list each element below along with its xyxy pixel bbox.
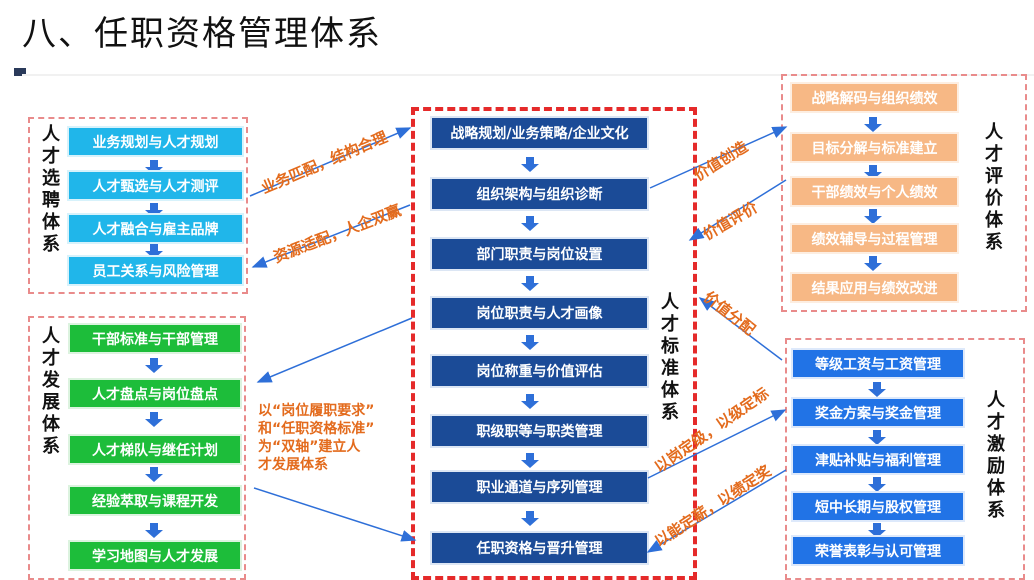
incentive-item-5: 荣誉表彰与认可管理	[793, 537, 963, 564]
develop-item-2: 人才盘点与岗位盘点	[70, 380, 240, 407]
arrow-down-icon	[145, 160, 163, 175]
arrow-development-to-standard	[253, 487, 417, 542]
incentive-item-4: 短中长期与股权管理	[793, 493, 963, 520]
evaluation-item-5: 结果应用与绩效改进	[792, 274, 957, 301]
standard-item-2: 组织架构与组织诊断	[432, 179, 647, 209]
title-divider	[22, 74, 1034, 76]
arrow-down-icon	[864, 117, 882, 132]
arrow-down-icon	[521, 276, 539, 291]
develop-item-5: 学习地图与人才发展	[70, 542, 240, 569]
evaluation-item-2: 目标分解与标准建立	[792, 134, 957, 161]
arrow-standard-to-development	[256, 317, 413, 383]
incentive-item-3: 津贴补贴与福利管理	[793, 446, 963, 473]
talent-standard-frame	[411, 107, 697, 580]
recruit-item-4: 员工关系与风险管理	[69, 257, 242, 284]
arrow-incentive-to-standard-2	[646, 469, 787, 553]
talent-incentive-panel	[785, 338, 1025, 580]
arrow-down-icon	[868, 382, 886, 397]
develop-item-3: 人才梯队与继任计划	[70, 436, 240, 463]
arrow-down-icon	[864, 209, 882, 224]
standard-item-6: 职级职等与职类管理	[432, 416, 647, 446]
talent-incentive-label: 人才激励体系	[987, 390, 1005, 521]
arrow-down-icon	[868, 430, 886, 445]
arrow-down-icon	[868, 523, 886, 538]
standard-item-8: 任职资格与晋升管理	[432, 533, 647, 563]
standard-item-3: 部门职责与岗位设置	[432, 239, 647, 269]
title-marker	[14, 68, 26, 76]
note-line-4: 才发展体系	[258, 457, 328, 473]
talent-evaluation-panel	[781, 74, 1027, 312]
develop-item-4: 经验萃取与课程开发	[70, 487, 240, 514]
talent-development-label: 人才发展体系	[42, 326, 60, 457]
talent-recruitment-panel	[28, 117, 248, 294]
arrow-standard-to-recruit	[251, 204, 411, 268]
recruit-item-1: 业务规划与人才规划	[69, 128, 242, 155]
standard-item-7: 职业通道与序列管理	[432, 472, 647, 502]
arrow-down-icon	[864, 165, 882, 180]
note-line-1: 以“岗位履职要求”	[258, 403, 375, 419]
dual-axis-note: 以“岗位履职要求” 和“任职资格标准” 为“双轴”建立人 才发展体系	[258, 402, 428, 474]
standard-item-4: 岗位职责与人才画像	[432, 298, 647, 328]
evaluation-item-3: 干部绩效与个人绩效	[792, 178, 957, 205]
arrow-down-icon	[521, 216, 539, 231]
evaluation-item-4: 绩效辅导与过程管理	[792, 225, 957, 252]
recruit-item-2: 人才甄选与人才测评	[69, 172, 242, 199]
arrow-down-icon	[864, 256, 882, 271]
arrow-down-icon	[145, 203, 163, 218]
talent-development-panel	[28, 316, 246, 580]
arrow-standard-to-incentive	[647, 409, 787, 479]
arrow-down-icon	[145, 412, 163, 427]
standard-item-1: 战略规划/业务策略/企业文化	[432, 118, 647, 148]
arrow-down-icon	[521, 453, 539, 468]
talent-evaluation-label: 人才评价体系	[985, 122, 1003, 253]
arrow-down-icon	[145, 467, 163, 482]
incentive-item-1: 等级工资与工资管理	[793, 350, 963, 377]
standard-item-5: 岗位称重与价值评估	[432, 356, 647, 386]
incentive-item-2: 奖金方案与奖金管理	[793, 399, 963, 426]
page-title: 八、任职资格管理体系	[22, 14, 382, 54]
note-line-2: 和“任职资格标准”	[258, 421, 375, 437]
arrow-down-icon	[521, 511, 539, 526]
note-line-3: 为“双轴”建立人	[258, 439, 361, 455]
arrow-incentive-to-standard	[698, 297, 783, 361]
arrow-evaluation-to-standard	[688, 179, 787, 241]
arrow-recruit-to-standard	[249, 127, 412, 197]
arrow-standard-to-evaluation	[649, 126, 788, 189]
arrow-down-icon	[145, 358, 163, 373]
arrow-down-icon	[521, 157, 539, 172]
arrow-down-icon	[521, 394, 539, 409]
develop-item-1: 干部标准与干部管理	[70, 325, 240, 352]
arrow-down-icon	[145, 523, 163, 538]
arrow-down-icon	[868, 477, 886, 492]
talent-recruitment-label: 人才选聘体系	[42, 124, 60, 255]
arrow-down-icon	[145, 244, 163, 259]
arrow-down-icon	[521, 335, 539, 350]
evaluation-item-1: 战略解码与组织绩效	[792, 84, 957, 111]
recruit-item-3: 人才融合与雇主品牌	[69, 215, 242, 242]
talent-standard-label: 人才标准体系	[661, 292, 679, 423]
